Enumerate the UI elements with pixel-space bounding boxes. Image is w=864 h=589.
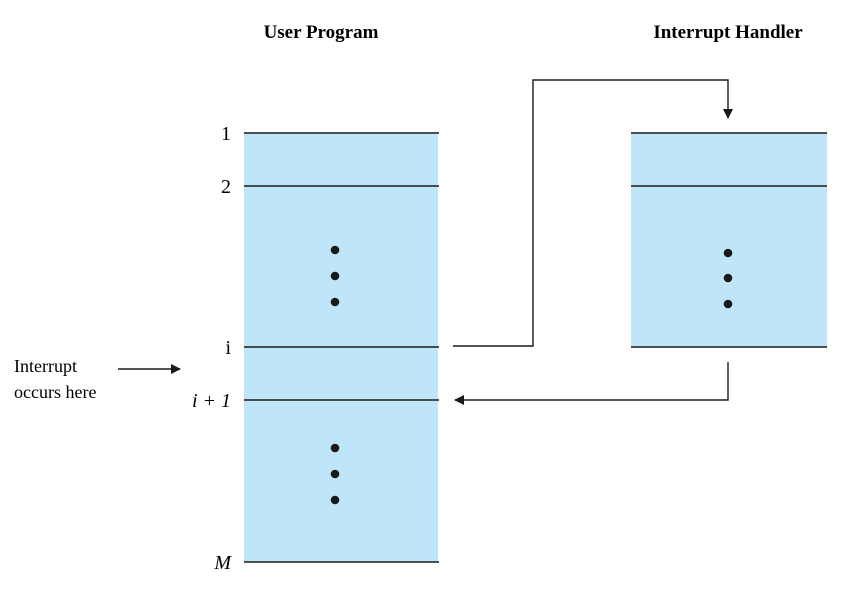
- ellipsis-dot: [723, 248, 733, 258]
- interrupt-handler-fill: [631, 133, 827, 347]
- transfer-to-handler-arrow: [453, 79, 733, 347]
- return-to-program-arrow: [454, 362, 729, 405]
- ellipsis-dot: [330, 245, 340, 255]
- ellipsis-dot: [330, 271, 340, 281]
- label-i: i: [225, 337, 231, 359]
- label-m: M: [213, 552, 232, 574]
- interrupt-annotation-line1: Interrupt: [14, 356, 77, 376]
- interrupt-handler-title: Interrupt Handler: [653, 22, 803, 43]
- interrupt-handler-block: [631, 132, 827, 348]
- ellipsis-dot: [723, 273, 733, 283]
- label-1: 1: [221, 123, 231, 145]
- user-program-block: [244, 132, 439, 563]
- interrupt-annotation-line2: occurs here: [14, 382, 96, 402]
- ellipsis-dot: [330, 495, 340, 505]
- ellipsis-dot: [723, 299, 733, 309]
- ellipsis-dot: [330, 443, 340, 453]
- label-i-plus-1: i + 1: [192, 390, 231, 412]
- user-program-title: User Program: [264, 22, 379, 43]
- ellipsis-dot: [330, 297, 340, 307]
- ellipsis-dot: [330, 469, 340, 479]
- label-2: 2: [221, 176, 231, 198]
